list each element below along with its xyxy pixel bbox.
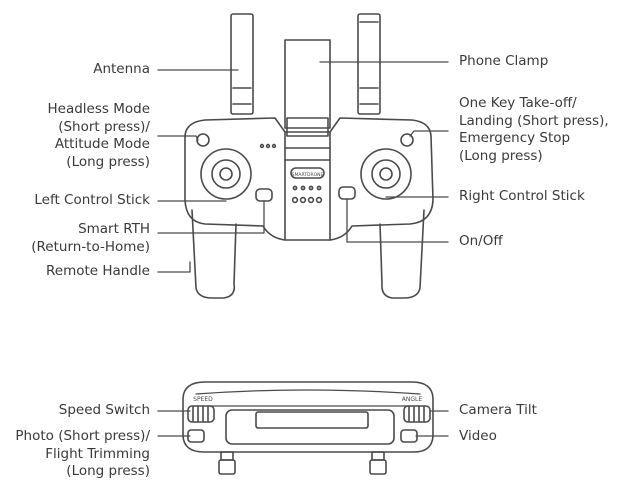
label-phone-clamp: Phone Clamp xyxy=(459,53,548,71)
label-left-control-stick: Left Control Stick xyxy=(34,192,150,210)
brand-text: SMARTDRONE xyxy=(292,172,324,178)
left-antenna xyxy=(230,13,254,115)
speed-text: SPEED xyxy=(193,396,213,403)
leader-takeoff xyxy=(409,130,449,137)
label-line: Flight Trimming xyxy=(45,445,150,462)
left-control-stick[interactable] xyxy=(200,148,252,200)
right-stick-tip xyxy=(369,451,387,475)
label-line: Camera Tilt xyxy=(459,402,537,418)
label-line: Emergency Stop xyxy=(459,130,571,146)
leader-headless xyxy=(157,135,199,141)
phone-clamp xyxy=(284,39,331,137)
left-stick-tip xyxy=(218,451,236,475)
label-line: Left Control Stick xyxy=(34,192,150,208)
label-line: Headless Mode xyxy=(47,101,151,117)
label-line: Photo (Short press)/ xyxy=(15,428,150,444)
leader-lines xyxy=(157,61,449,437)
label-right-control-stick: Right Control Stick xyxy=(459,188,585,206)
label-antenna: Antenna xyxy=(93,61,150,79)
headless-mode-button[interactable] xyxy=(196,133,210,147)
label-line: (Long press) xyxy=(66,463,150,479)
angle-text: ANGLE xyxy=(402,396,423,403)
label-takeoff-landing: One Key Take-off/ Landing (Short press),… xyxy=(459,95,609,165)
label-smart-rth: Smart RTH (Return-to-Home) xyxy=(31,221,150,256)
video-button[interactable] xyxy=(400,429,418,443)
right-control-stick[interactable] xyxy=(360,148,412,200)
label-speed-switch: Speed Switch xyxy=(59,402,150,420)
label-on-off: On/Off xyxy=(459,233,503,251)
power-button[interactable] xyxy=(338,186,356,200)
label-line: (Long press) xyxy=(66,153,150,170)
left-remote-handle xyxy=(191,209,237,299)
leader-smart-rth xyxy=(157,200,265,234)
leader-on-off xyxy=(346,198,449,243)
label-line: One Key Take-off/ xyxy=(459,95,577,111)
label-line: Attitude Mode xyxy=(54,136,150,152)
right-remote-handle xyxy=(379,209,425,299)
smart-rth-button[interactable] xyxy=(255,188,273,202)
label-line: Remote Handle xyxy=(46,263,150,279)
label-line: Antenna xyxy=(93,61,150,77)
label-line: Phone Clamp xyxy=(459,53,549,69)
label-line: Video xyxy=(459,428,497,444)
label-photo: Photo (Short press)/ Flight Trimming (Lo… xyxy=(15,428,150,481)
speed-switch[interactable] xyxy=(187,405,215,423)
center-panel xyxy=(259,143,325,204)
phone-slot xyxy=(225,409,395,445)
label-line: (Long press) xyxy=(459,147,543,164)
label-line: Right Control Stick xyxy=(459,188,585,204)
label-remote-handle: Remote Handle xyxy=(46,263,150,281)
label-video: Video xyxy=(459,428,497,446)
label-line: (Short press)/ xyxy=(58,118,150,135)
controller-front-view xyxy=(182,381,434,475)
label-line: On/Off xyxy=(459,233,503,249)
takeoff-landing-button[interactable] xyxy=(400,133,414,147)
controller-body xyxy=(184,117,434,241)
label-line: Speed Switch xyxy=(58,402,150,418)
leader-remote-handle xyxy=(157,261,191,273)
label-camera-tilt: Camera Tilt xyxy=(459,402,537,420)
label-line: Smart RTH xyxy=(78,221,150,237)
controller-top-view xyxy=(184,13,434,299)
label-headless-mode: Headless Mode (Short press)/ Attitude Mo… xyxy=(48,101,151,171)
camera-tilt-wheel[interactable] xyxy=(403,405,431,423)
label-line: (Return-to-Home) xyxy=(31,238,150,255)
right-antenna xyxy=(357,13,381,115)
label-line: Landing (Short press), xyxy=(459,112,609,129)
